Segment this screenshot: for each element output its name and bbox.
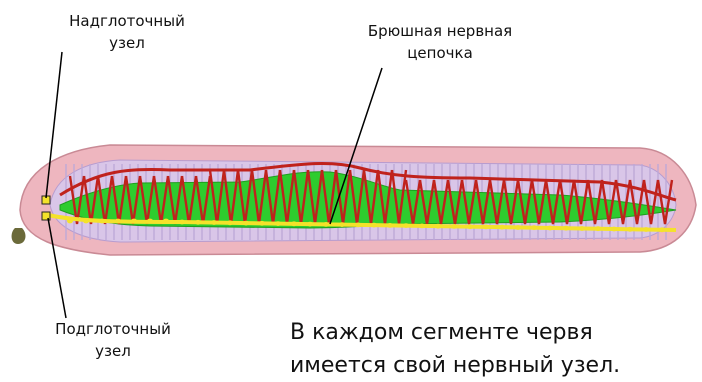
- ganglion-dot: [611, 227, 617, 232]
- ganglion-dot: [579, 226, 585, 231]
- ganglion-dot: [435, 224, 441, 229]
- ganglion-dot: [115, 219, 121, 224]
- ganglion-dot: [195, 220, 201, 225]
- ganglion-dot: [275, 221, 281, 226]
- ganglion-dot: [83, 219, 89, 224]
- ganglion-dot: [451, 224, 457, 229]
- ganglion-dot: [355, 223, 361, 228]
- ganglion-dot: [515, 225, 521, 230]
- ganglion-dot: [627, 227, 633, 232]
- ganglion-dot: [131, 219, 137, 224]
- ganglion-dot: [547, 226, 553, 231]
- ganglion-dot: [67, 219, 73, 224]
- label-supraesophageal-ganglion: Надглоточный узел: [52, 10, 202, 54]
- ganglion-dot: [259, 221, 265, 226]
- ganglion-dot: [467, 224, 473, 229]
- ganglion-dot: [227, 220, 233, 225]
- caption: В каждом сегменте червя имеется свой нер…: [290, 316, 690, 382]
- ganglion-dot: [499, 225, 505, 230]
- ganglion-dot: [371, 223, 377, 228]
- ganglion-dot: [323, 222, 329, 227]
- ganglion-dot: [659, 227, 665, 232]
- label-subesophageal-ganglion: Подглоточный узел: [28, 318, 198, 362]
- ganglion-dot: [179, 220, 185, 225]
- ganglion-dot: [147, 219, 153, 224]
- ganglion-dot: [163, 219, 169, 224]
- ganglion-dot: [531, 225, 537, 230]
- ganglion-dot: [339, 222, 345, 227]
- ganglion-dot: [387, 223, 393, 228]
- ganglion-dot: [403, 223, 409, 228]
- ganglion-dot: [563, 226, 569, 231]
- worm-tail-tip: [12, 228, 26, 244]
- ganglion-dot: [595, 226, 601, 231]
- ganglion-dot: [643, 227, 649, 232]
- ganglion-dot: [211, 220, 217, 225]
- ganglion-dot: [243, 221, 249, 226]
- ganglion-dot: [291, 221, 297, 226]
- ganglion-dot: [419, 224, 425, 229]
- ganglion-dot: [483, 225, 489, 230]
- label-ventral-nerve-cord: Брюшная нервная цепочка: [340, 20, 540, 64]
- ganglion-dot: [99, 219, 105, 224]
- ganglion-dot: [307, 222, 313, 227]
